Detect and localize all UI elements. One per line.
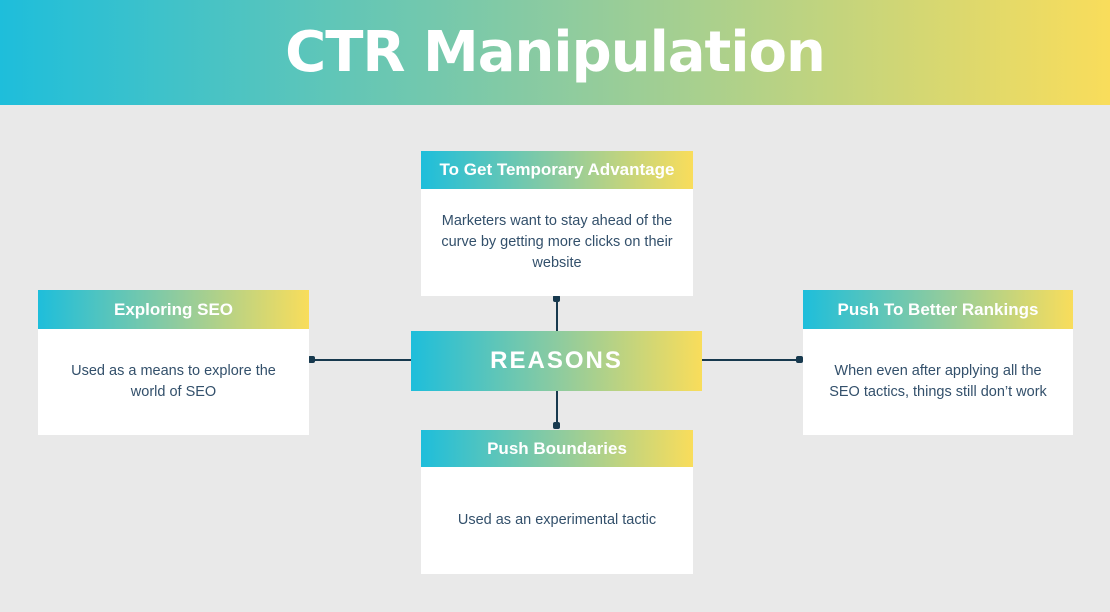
node-push-to-better-rankings-body: When even after applying all the SEO tac… xyxy=(803,329,1073,435)
node-body-text: Used as a means to explore the world of … xyxy=(71,363,276,400)
node-exploring-seo: Exploring SEO Used as a means to explore… xyxy=(38,290,309,435)
connector-bottom-endpoint xyxy=(553,422,560,429)
node-exploring-seo-body: Used as a means to explore the world of … xyxy=(38,329,309,435)
node-title: Push To Better Rankings xyxy=(837,299,1039,319)
node-push-boundaries-body: Used as an experimental tactic xyxy=(421,467,693,574)
connector-left xyxy=(312,359,411,361)
center-node-label: REASONS xyxy=(490,347,623,374)
node-title: Push Boundaries xyxy=(487,438,627,458)
connector-right xyxy=(702,359,798,361)
connector-left-endpoint xyxy=(308,356,315,363)
center-node-reasons: REASONS xyxy=(411,331,702,391)
node-title: To Get Temporary Advantage xyxy=(439,160,675,179)
node-push-boundaries-header: Push Boundaries xyxy=(421,430,693,467)
node-push-to-better-rankings-header: Push To Better Rankings xyxy=(803,290,1073,329)
connector-top xyxy=(556,298,558,331)
node-exploring-seo-header: Exploring SEO xyxy=(38,290,309,329)
page-title: CTR Manipulation xyxy=(285,20,826,85)
node-title: Exploring SEO xyxy=(113,299,234,319)
node-body-text: When even after applying all the SEO tac… xyxy=(829,363,1047,400)
node-push-boundaries: Push Boundaries Used as an experimental … xyxy=(421,430,693,574)
connector-right-endpoint xyxy=(796,356,803,363)
title-banner: CTR Manipulation xyxy=(0,0,1110,105)
node-push-to-better-rankings: Push To Better Rankings When even after … xyxy=(803,290,1073,435)
node-temporary-advantage-body: Marketers want to stay ahead of the curv… xyxy=(421,189,693,296)
node-temporary-advantage: To Get Temporary Advantage Marketers wan… xyxy=(421,151,693,296)
node-body-text: Marketers want to stay ahead of the curv… xyxy=(441,213,673,271)
connector-bottom xyxy=(556,391,558,424)
node-body-text: Used as an experimental tactic xyxy=(457,512,657,528)
connector-top-endpoint xyxy=(553,295,560,302)
node-temporary-advantage-header: To Get Temporary Advantage xyxy=(421,151,693,189)
